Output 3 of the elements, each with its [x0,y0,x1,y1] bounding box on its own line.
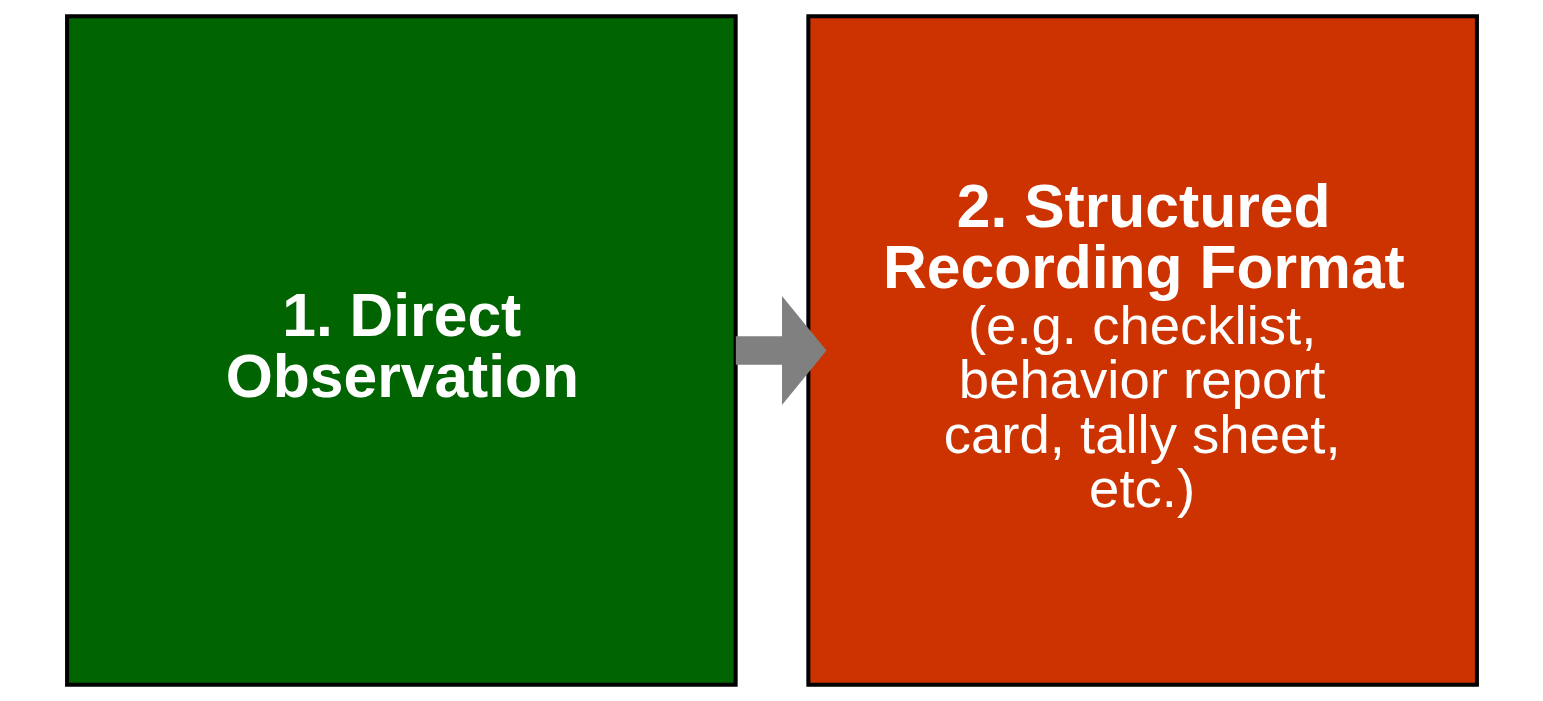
node-box: 2. Structured Recording Format (e.g. checklist, behavior report card, tally sheet, etc.) [805,14,1479,687]
arrow [735,295,826,406]
node-box: 1. Direct Observation [64,14,738,687]
